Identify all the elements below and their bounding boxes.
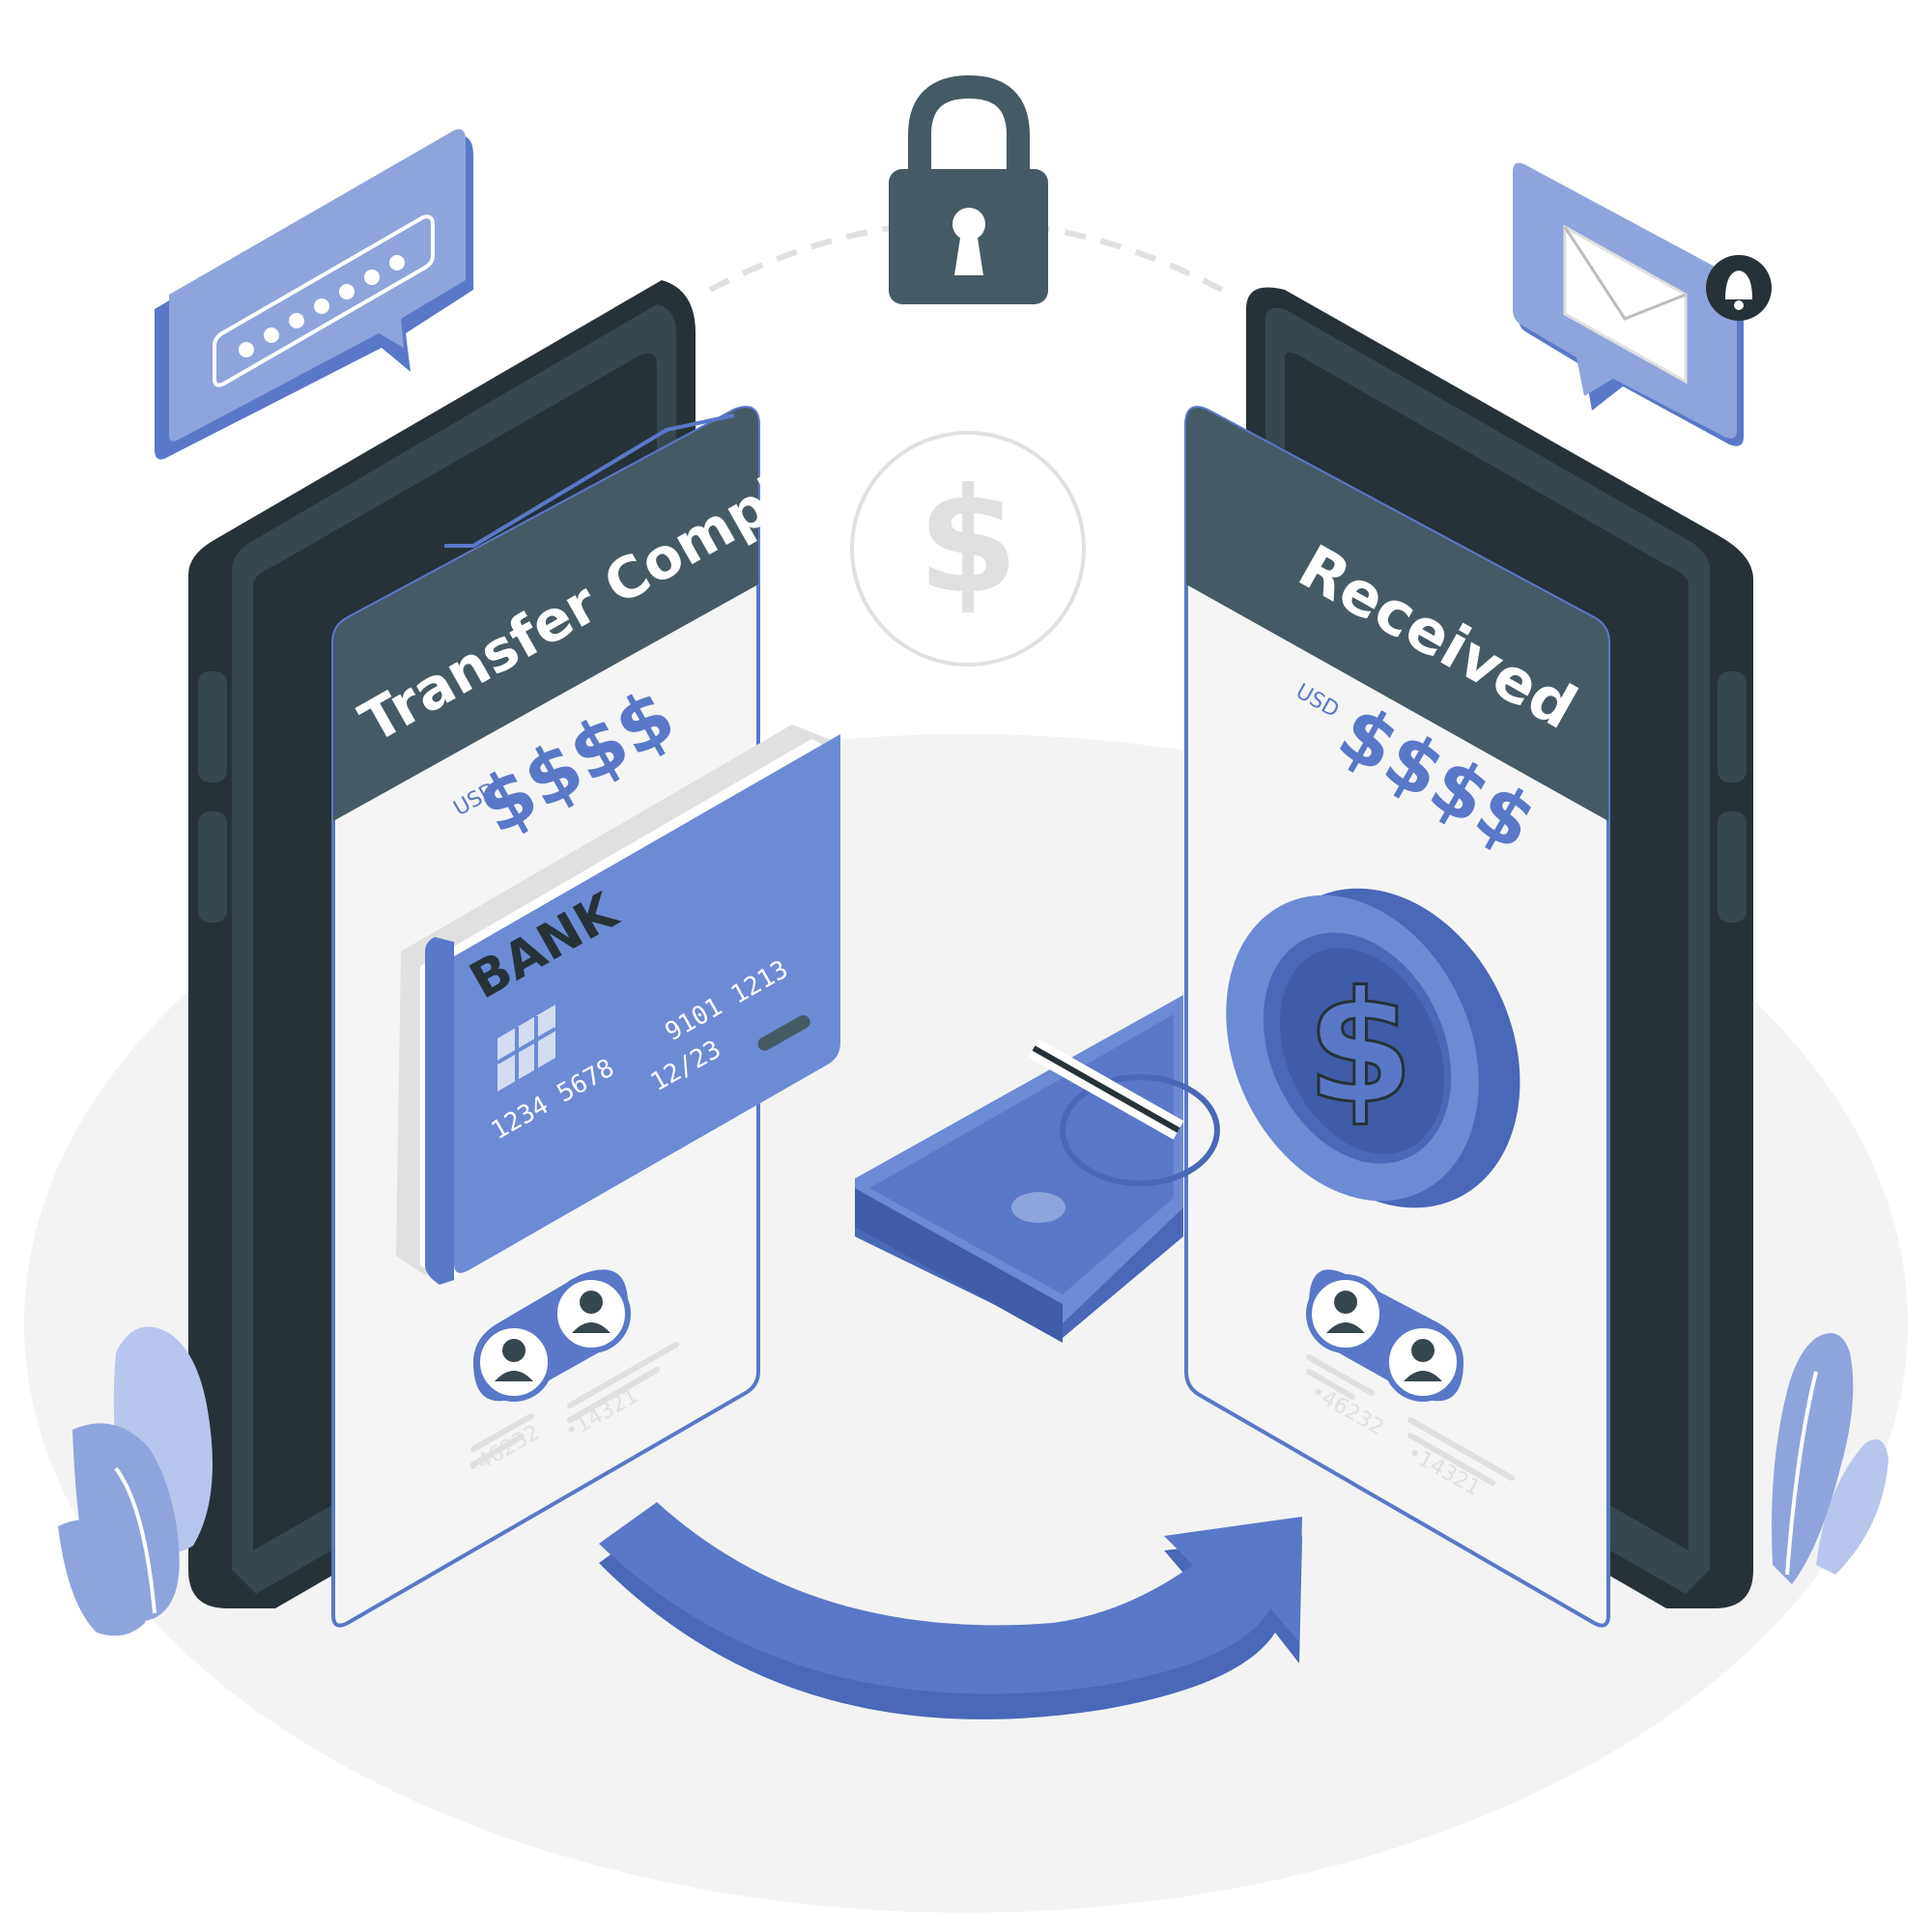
user-icon	[1383, 1322, 1463, 1402]
receiver-account-lines	[1306, 1354, 1375, 1400]
card-magnetic-strip	[757, 1014, 810, 1051]
lock-icon	[889, 74, 1048, 304]
card-chip	[496, 1005, 557, 1092]
dollar-icon: $	[850, 431, 1086, 667]
user-icon	[552, 1274, 631, 1353]
bank-card[interactable]: BANK 1234 5678 9101 1213 12/23	[396, 724, 840, 1285]
svg-text:$: $	[1306, 957, 1413, 1138]
bell-icon	[1706, 255, 1772, 321]
user-icon	[1306, 1274, 1385, 1353]
mail-notification-icon	[1513, 162, 1772, 446]
password-bubble-icon	[155, 128, 473, 460]
plant-left	[58, 1326, 213, 1636]
cash-stack-icon	[855, 995, 1220, 1343]
password-mask-dots	[239, 255, 405, 357]
receiver-account-toggle[interactable]	[1306, 1269, 1463, 1402]
plant-right	[1772, 1333, 1889, 1584]
svg-text:$: $	[918, 458, 1018, 626]
user-icon	[474, 1322, 554, 1402]
sender-account-lines	[567, 1342, 679, 1423]
dollar-coin-icon: $	[1226, 888, 1520, 1208]
transfer-arrow-icon	[599, 1502, 1302, 1719]
sender-account-toggle[interactable]	[473, 1269, 631, 1402]
